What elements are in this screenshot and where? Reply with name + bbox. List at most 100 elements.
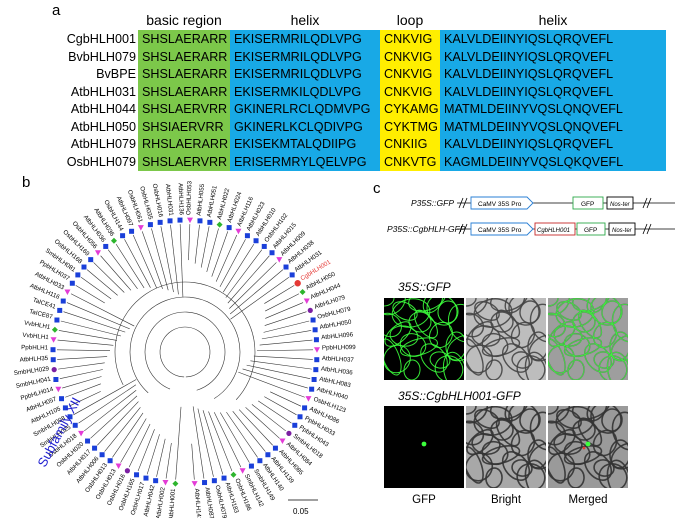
leaf-label: AtbHLH050 — [319, 319, 352, 331]
leaf-marker — [64, 289, 71, 295]
column-label-gfp: GFP — [412, 494, 436, 506]
leaf-marker — [314, 357, 320, 363]
leaf-marker — [313, 367, 319, 373]
leaf-label: PpbHLH099 — [322, 344, 356, 352]
sequence-name: BvbHLH079 — [68, 49, 136, 64]
leaf-marker — [216, 221, 223, 228]
leaf-marker — [143, 475, 149, 481]
leaf-marker — [115, 463, 122, 470]
leaf-marker — [60, 298, 66, 304]
sequence-name: AtbHLH031 — [70, 84, 136, 99]
nos-terminator-2 — [608, 222, 636, 236]
sequence-helix2: KALVLDEIINYIQSLQRQVEFL — [444, 84, 614, 99]
leaf-marker — [235, 228, 242, 235]
leaf-marker — [72, 422, 78, 428]
leaf-label: AtbHLH002 — [155, 486, 167, 518]
sequence-helix2: KALVLDEIINYIQSLQRQVEFL — [444, 49, 614, 64]
sequence-loop: CNKIIG — [384, 137, 428, 151]
leaf-marker — [310, 317, 316, 323]
phylogenetic-tree: AtbHLH001AtbHLH002AtbHLH042OsbHLH017OsbH… — [13, 180, 356, 518]
helix-1-block — [230, 30, 380, 171]
basic-region-block — [138, 30, 230, 171]
sequence-basic: SHSLAERARR — [142, 32, 228, 46]
leaf-marker — [157, 219, 163, 225]
column-label-merged: Merged — [568, 494, 608, 506]
sequence-helix2: KALVLDEIINYIQSLQRQVEFL — [444, 32, 614, 46]
leaf-marker — [53, 376, 59, 382]
leaf-marker — [257, 458, 263, 464]
leaf-marker — [309, 386, 315, 392]
leaf-label: AtbHLH087 — [203, 487, 215, 518]
leaf-marker — [226, 225, 232, 231]
leaf-marker — [78, 430, 85, 437]
panel-label-b: b — [22, 174, 31, 191]
leaf-marker — [286, 430, 292, 437]
sequence-name: AtbHLH079 — [70, 137, 136, 151]
leaf-marker — [202, 480, 208, 486]
leaf-marker — [67, 414, 73, 420]
leaf-marker — [103, 243, 109, 249]
gfp-1-label: GFP — [581, 201, 594, 208]
construct-2-name: P35S::CgbHLH-GFP — [387, 224, 466, 234]
leaf-marker — [221, 475, 227, 481]
leaf-marker — [244, 233, 250, 239]
sequence-loop: CYKAMG — [384, 102, 439, 116]
sequence-loop: CNKVIG — [384, 32, 433, 46]
sequence-name: AtbHLH050 — [70, 119, 136, 134]
sequence-helix2: MATMLDEIINYVQSLQNQVEFL — [444, 119, 623, 134]
leaf-marker — [272, 445, 278, 451]
sequence-helix1: EKISERMRILQDLVPG — [234, 32, 362, 46]
sequence-basic: SHSIAERVRR — [142, 119, 224, 134]
sequence-name: AtbHLH044 — [70, 102, 136, 116]
leaf-label: AtbHLH036 — [321, 365, 354, 376]
header-basic-region: basic region — [146, 12, 222, 28]
leaf-label: SmbHLH029 — [13, 365, 50, 377]
leaf-marker — [81, 264, 87, 270]
sequence-helix2: KALVLDEIINYIQSLQRQVEFL — [444, 67, 614, 81]
leaf-marker — [50, 337, 57, 343]
leaf-marker — [55, 386, 62, 393]
leaf-label: OsbHLH053 — [185, 180, 193, 215]
sequence-helix1: ERISERMRYLQELVPG — [234, 154, 367, 169]
micro-gfp-1 — [384, 298, 464, 380]
gene-box-2 — [534, 222, 576, 236]
sequence-loop: CNKVIG — [384, 67, 433, 81]
sequence-basic: SHSLAERVRR — [142, 154, 228, 169]
leaf-marker — [197, 218, 203, 224]
sequence-loop: CNKVIG — [384, 84, 433, 99]
term-2-label: Nos-ter — [612, 228, 633, 234]
sequence-helix2: MATMLDEIINYVQSLQNQVEFL — [444, 102, 623, 116]
scale-label: 0.05 — [293, 507, 309, 516]
sequence-basic: SHSLAERARR — [142, 49, 228, 64]
sequence-name: CgbHLH001 — [66, 32, 136, 46]
leaf-marker — [54, 317, 60, 323]
leaf-label: VvbHLH1 — [22, 332, 50, 341]
leaf-marker — [124, 468, 130, 474]
sequence-helix2: KALVLDEIINYIQSLQRQVEFL — [444, 137, 614, 151]
micro-merged-1 — [548, 298, 628, 380]
leaf-marker — [283, 264, 289, 270]
leaf-marker — [177, 217, 183, 223]
leaf-label: AtbHLH055 — [196, 183, 207, 216]
leaf-label: AtbHLH136 — [177, 183, 185, 216]
leaf-marker — [75, 272, 81, 278]
header-loop: loop — [396, 12, 424, 28]
sequence-helix1: GKINERLRCLQDMVPG — [234, 102, 371, 116]
leaf-marker — [134, 472, 140, 478]
leaf-marker — [186, 217, 193, 224]
leaf-marker — [50, 347, 56, 353]
leaf-marker — [147, 222, 153, 228]
promoter-arrow-1 — [470, 196, 534, 210]
sequence-helix1: EKISERMKILQDLVPG — [234, 84, 362, 99]
leaf-label: AtbHLH35 — [19, 355, 48, 364]
sequence-helix1: GKINERLKCLQDIVPG — [234, 119, 363, 134]
panel-label-c: c — [373, 180, 381, 197]
sequence-basic: SHSLAERVRR — [142, 102, 228, 116]
promoter-2-label: CaMV 35S Pro — [478, 227, 522, 234]
micro-gfp-2 — [384, 406, 464, 488]
leaf-marker — [153, 478, 159, 484]
sequence-helix1: EKISERMRILQDLVPG — [234, 49, 362, 64]
promoter-1-label: CaMV 35S Pro — [478, 201, 522, 208]
leaf-marker — [253, 238, 259, 244]
nos-terminator-1 — [606, 196, 634, 210]
